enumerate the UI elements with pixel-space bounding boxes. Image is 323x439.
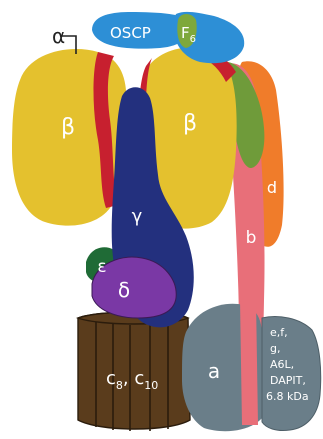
delta-label: δ [118, 278, 130, 302]
efg-label-line: e,f, [270, 326, 288, 339]
gamma-label: γ [132, 206, 143, 227]
b-label: b [246, 228, 257, 248]
oscp-label: OSCP [110, 24, 151, 42]
beta-right-label: β [183, 111, 197, 136]
efg-label-line: 6.8 kDa [266, 390, 309, 403]
efg-label-line: g, [270, 342, 280, 355]
beta-left-label: β [61, 115, 75, 140]
subunit-b-transmembrane [240, 300, 258, 425]
efg-label-line: A6L, [270, 358, 294, 371]
a-label: a [208, 359, 220, 383]
epsilon-label: ε [97, 257, 106, 277]
d-label: d [267, 178, 277, 197]
efg-label-line: DAPIT, [270, 374, 306, 387]
